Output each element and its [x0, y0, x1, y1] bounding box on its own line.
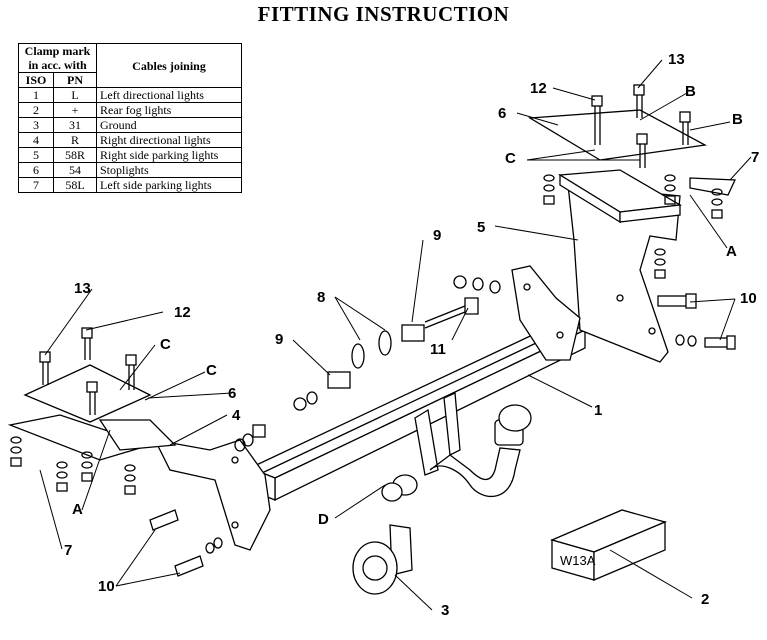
label-c-right: C: [505, 150, 516, 167]
crossbar: [248, 321, 587, 502]
left-nuts: [10, 424, 266, 495]
page-title: FITTING INSTRUCTION: [257, 2, 510, 26]
label-c-left-2: C: [206, 362, 217, 379]
right-bolts: [591, 84, 737, 196]
left-bolts-10: [149, 509, 223, 577]
label-1: 1: [594, 402, 602, 419]
label-10-left: 10: [98, 578, 115, 595]
tow-ball-assembly: [381, 392, 532, 502]
label-9-right: 9: [433, 227, 441, 244]
label-3: 3: [441, 602, 449, 619]
label-12-left: 12: [174, 304, 191, 321]
number-plate-box: [550, 509, 667, 581]
plate-text: W13A: [560, 553, 596, 568]
label-6-right: 6: [498, 105, 506, 122]
label-13-left: 13: [74, 280, 91, 297]
crossbar-right-bracket: [511, 265, 581, 361]
label-2: 2: [701, 591, 709, 608]
label-11: 11: [430, 341, 446, 358]
label-5: 5: [477, 219, 485, 236]
label-10-right: 10: [740, 290, 757, 307]
electric-socket: [352, 524, 413, 595]
label-8: 8: [317, 289, 325, 306]
label-a-left: A: [72, 501, 83, 518]
pn-header: PN: [53, 72, 97, 88]
center-bolt: [293, 275, 501, 411]
label-13-right: 13: [668, 51, 685, 68]
left-bolts: [39, 327, 137, 415]
label-4: 4: [232, 407, 241, 424]
label-c-left-1: C: [160, 336, 171, 353]
cables-header: Cables joining: [96, 43, 242, 88]
right-bracket: [567, 184, 681, 363]
right-bolts-10: [657, 293, 736, 350]
label-6-left: 6: [228, 385, 236, 402]
right-top-plate: [527, 109, 708, 224]
left-top-plate: [7, 364, 177, 461]
label-7-left: 7: [64, 542, 72, 559]
label-a-right: A: [726, 243, 737, 260]
label-b-right: B: [732, 111, 743, 128]
label-7-right: 7: [751, 149, 759, 166]
label-12-right: 12: [530, 80, 547, 97]
leader-lines: [39, 59, 752, 611]
right-nuts: [543, 174, 723, 279]
left-bracket: [153, 439, 271, 551]
label-d: D: [318, 511, 329, 528]
label-b-top: B: [685, 83, 696, 100]
label-9-left: 9: [275, 331, 283, 348]
